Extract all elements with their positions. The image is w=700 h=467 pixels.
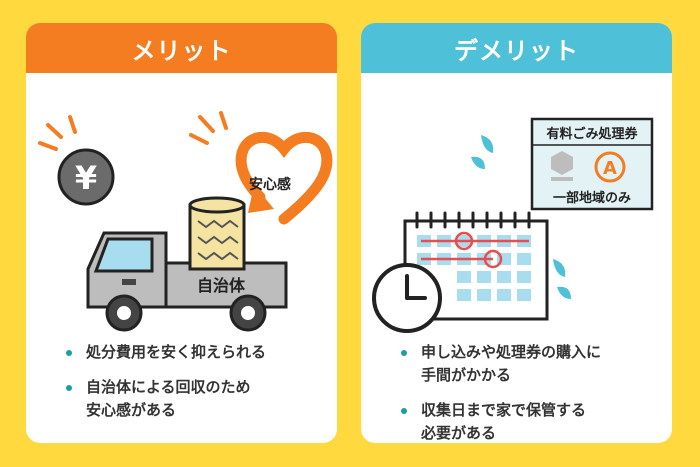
clock-icon: [372, 263, 442, 333]
heart-label: 安心感: [249, 176, 291, 193]
yen-symbol: ¥: [75, 159, 97, 197]
ticket-note: 一部地域のみ: [553, 190, 631, 206]
truck-label: 自治体: [197, 276, 246, 295]
demerit-title: デメリット: [454, 36, 579, 65]
demerit-header: デメリット: [361, 23, 672, 73]
ticket-title: 有料ごみ処理券: [546, 126, 638, 142]
demerit-illustration: 有料ごみ処理券 A 一部地域のみ: [372, 117, 654, 333]
garbage-ticket-icon: 有料ごみ処理券 A 一部地域のみ: [530, 117, 654, 211]
sweat-drop-icon: [471, 135, 571, 299]
list-item: 処分費用を安く抑えられる: [26, 341, 337, 364]
demerit-bullet-list: 申し込みや処理券の購入に 手間がかかる 収集日まで家で保管する 必要がある: [361, 341, 672, 443]
merit-card: メリット ¥ 安心感: [26, 23, 337, 443]
heart-burst-icon: [189, 111, 228, 145]
list-item: 申し込みや処理券の購入に 手間がかかる: [361, 341, 672, 387]
ticket-mark: A: [603, 158, 617, 179]
merit-illustration: ¥ 安心感: [38, 111, 333, 332]
merit-header: メリット: [26, 23, 337, 73]
demerit-card: デメリット 有料ごみ処理券 A 一部地域のみ: [361, 23, 672, 443]
merit-title: メリット: [131, 36, 232, 65]
list-item: 収集日まで家で保管する 必要がある: [361, 399, 672, 443]
heart-arrow-icon: 安心感: [235, 131, 333, 225]
garbage-truck-icon: 自治体: [86, 196, 288, 332]
yen-coin-icon: ¥: [57, 148, 115, 206]
list-item: 自治体による回収のため 安心感がある: [26, 376, 337, 422]
merit-bullet-list: 処分費用を安く抑えられる 自治体による回収のため 安心感がある: [26, 341, 337, 434]
coin-burst-icon: [38, 115, 77, 151]
